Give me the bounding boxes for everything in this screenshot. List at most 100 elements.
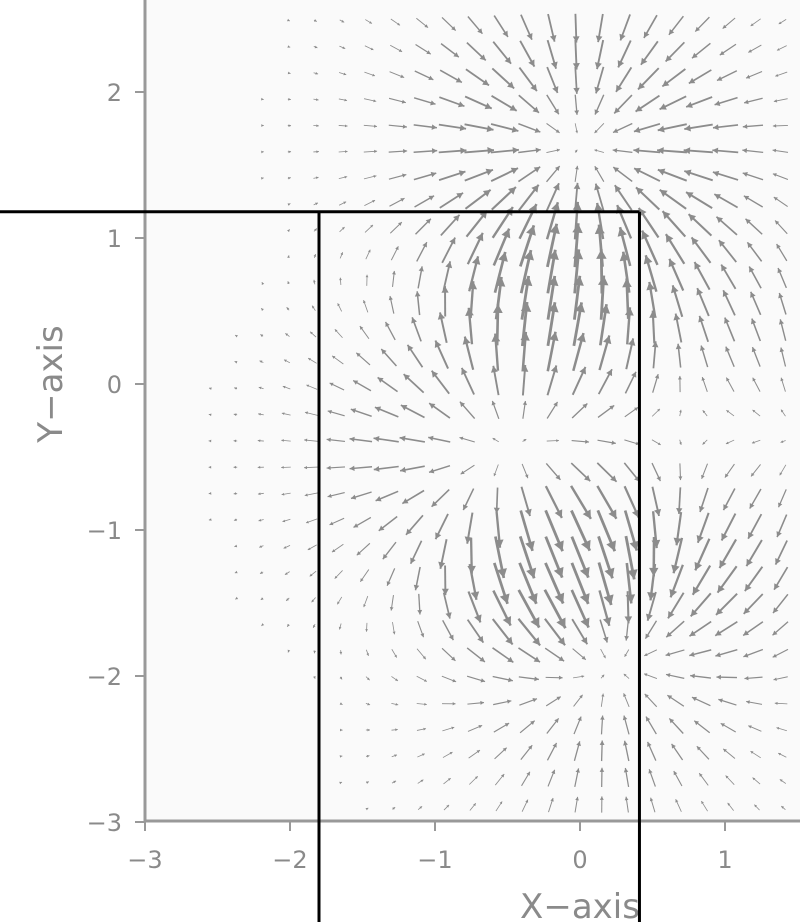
vector-arrow-head bbox=[696, 535, 704, 543]
vector-arrow-head bbox=[438, 561, 446, 569]
vector-arrow-head bbox=[451, 26, 456, 31]
vector-arrow-head bbox=[600, 715, 605, 720]
vector-arrow-head bbox=[474, 614, 482, 623]
vector-arrow-head bbox=[467, 565, 476, 574]
vector-arrow-head bbox=[492, 438, 496, 441]
vector-arrow-head bbox=[696, 746, 701, 751]
vector-arrow-head bbox=[558, 675, 563, 680]
vector-arrow-head bbox=[499, 801, 503, 805]
vector-arrow-head bbox=[360, 578, 364, 582]
vector-arrow-head bbox=[666, 673, 671, 678]
vector-arrow-head bbox=[398, 222, 402, 226]
vector-arrow-head bbox=[287, 281, 290, 285]
vector-arrow-head bbox=[715, 630, 722, 636]
vector-arrow-head bbox=[388, 296, 393, 301]
vector-arrow-head bbox=[526, 567, 537, 579]
vector-arrow-head bbox=[613, 167, 620, 173]
vector-arrow-head bbox=[624, 616, 633, 624]
vector-arrow-head bbox=[461, 367, 468, 376]
vector-arrow-head bbox=[712, 170, 720, 177]
vector-arrow-head bbox=[772, 124, 777, 128]
vector-arrow-head bbox=[312, 675, 316, 679]
vector-arrow-head bbox=[462, 504, 469, 511]
vector-arrow-head bbox=[549, 34, 557, 42]
vector-arrow-head bbox=[375, 496, 382, 502]
vector-arrow-head bbox=[373, 124, 377, 128]
vector-arrow-head bbox=[208, 465, 212, 469]
vector-arrow-head bbox=[555, 474, 561, 480]
vector-arrow-head bbox=[549, 223, 560, 235]
vector-arrow-head bbox=[643, 255, 653, 265]
vector-arrow-head bbox=[281, 439, 284, 442]
vector-arrow-head bbox=[326, 465, 331, 471]
vector-arrow-head bbox=[526, 33, 533, 40]
vector-arrow-head bbox=[288, 176, 291, 180]
vector-arrow-head bbox=[643, 31, 650, 38]
vector-arrow-head bbox=[400, 74, 405, 79]
y-tick-label: −2 bbox=[87, 663, 122, 691]
vector-arrow-head bbox=[426, 50, 431, 55]
vector-arrow-head bbox=[594, 86, 601, 94]
vector-arrow-head bbox=[651, 539, 661, 549]
vector-arrow-head bbox=[657, 168, 666, 176]
vector-arrow-head bbox=[646, 716, 651, 722]
vector-arrow-head bbox=[308, 358, 311, 361]
vector-arrow-head bbox=[234, 570, 238, 574]
vector-arrow-head bbox=[652, 341, 659, 348]
vector-arrow-head bbox=[628, 338, 636, 346]
vector-arrow-head bbox=[665, 55, 672, 62]
vector-arrow-head bbox=[314, 228, 317, 232]
vector-arrow-head bbox=[382, 553, 388, 560]
vector-arrow-head bbox=[594, 166, 599, 171]
vector-arrow-head bbox=[612, 148, 618, 153]
vector-arrow-head bbox=[493, 507, 500, 514]
vector-arrow-head bbox=[644, 653, 648, 656]
vector-arrow-head bbox=[394, 754, 397, 758]
vector-arrow-head bbox=[631, 509, 640, 518]
vector-arrow-head bbox=[400, 198, 405, 202]
vector-arrow-head bbox=[694, 261, 702, 270]
vector-arrow-head bbox=[772, 173, 777, 177]
vector-arrow-head bbox=[666, 631, 673, 638]
vector-arrow-head bbox=[446, 804, 450, 808]
vector-arrow-head bbox=[339, 702, 343, 705]
vector-arrow-head bbox=[424, 702, 427, 706]
vector-arrow-head bbox=[624, 796, 629, 801]
vector-arrow-head bbox=[373, 174, 377, 178]
vector-arrow-head bbox=[395, 678, 398, 681]
vector-arrow-head bbox=[554, 509, 563, 518]
vector-arrow-head bbox=[701, 474, 705, 479]
vector-arrow-head bbox=[366, 653, 369, 656]
vector-arrow-head bbox=[507, 656, 514, 663]
vector-arrow-head bbox=[329, 521, 334, 526]
vector-arrow-head bbox=[281, 492, 285, 496]
vector-arrow-head bbox=[209, 387, 212, 391]
x-tick-label: 0 bbox=[572, 846, 587, 874]
vector-arrow-head bbox=[524, 474, 529, 479]
vector-arrow-head bbox=[282, 519, 286, 523]
vector-arrow-head bbox=[401, 99, 406, 104]
vector-arrow-head bbox=[752, 409, 756, 413]
vector-arrow-head bbox=[257, 465, 261, 469]
vector-arrow-head bbox=[332, 355, 336, 359]
vector-arrow-head bbox=[773, 99, 778, 103]
vector-arrow-head bbox=[668, 29, 675, 35]
vector-arrow-head bbox=[287, 623, 290, 627]
vector-arrow-head bbox=[235, 596, 239, 600]
vector-arrow-head bbox=[550, 61, 558, 69]
vector-arrow-head bbox=[234, 361, 238, 364]
vector-arrow-head bbox=[750, 751, 754, 754]
vector-arrow-head bbox=[260, 177, 264, 180]
vector-arrow-head bbox=[502, 615, 512, 626]
vector-arrow-head bbox=[716, 216, 724, 224]
vector-arrow-head bbox=[532, 698, 538, 703]
vector-arrow-head bbox=[774, 701, 778, 705]
vector-arrow-head bbox=[724, 317, 730, 324]
vector-arrow-head bbox=[233, 465, 237, 469]
vector-arrow-head bbox=[754, 804, 758, 808]
vector-arrow-head bbox=[314, 45, 318, 49]
vector-arrow-head bbox=[778, 21, 782, 25]
vector-arrow-head bbox=[470, 591, 480, 600]
vector-arrow-head bbox=[673, 771, 678, 776]
